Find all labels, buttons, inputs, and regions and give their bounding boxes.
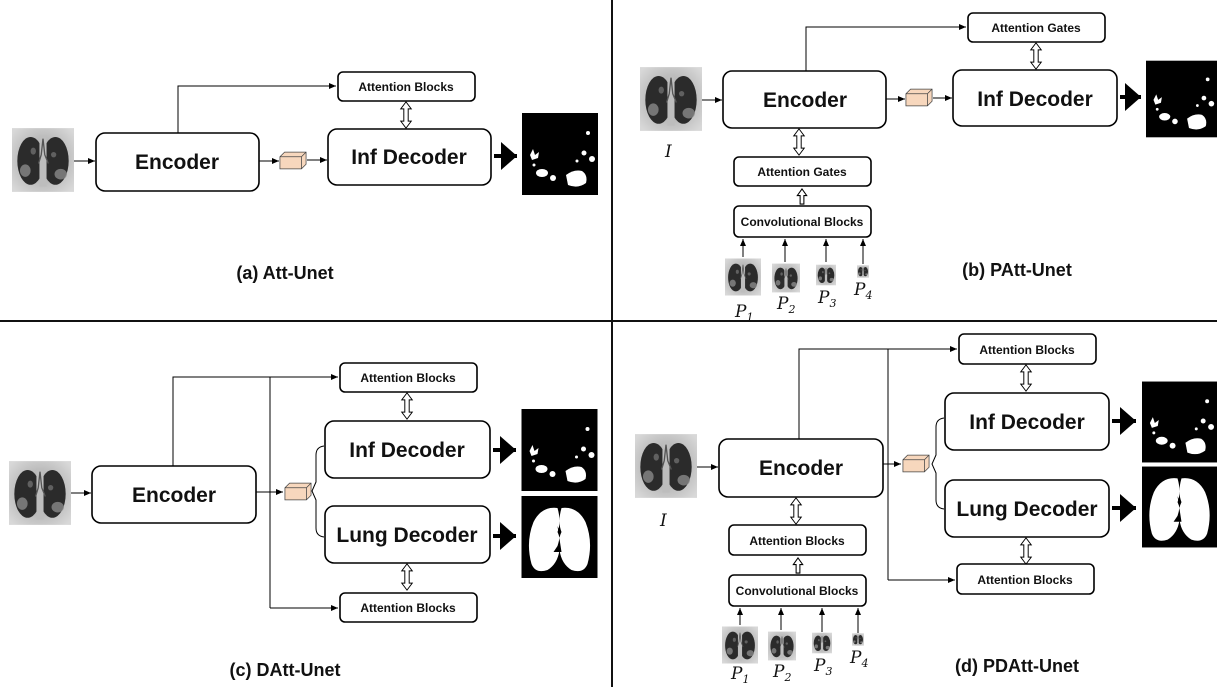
infection-mask-output — [521, 409, 598, 491]
inf-decoder-block — [324, 420, 491, 479]
attention-gates-label: Attention Gates — [757, 165, 847, 179]
panel-pdatt-unet: I Encoder Attention Blocks Inf Decoder L… — [635, 333, 1217, 686]
double-arrow-icon — [790, 497, 802, 525]
up-arrow-icon — [792, 557, 804, 574]
double-arrow-icon — [1020, 537, 1032, 565]
double-arrow-icon — [1020, 364, 1032, 392]
pyramid-symbol-1: P1 — [734, 302, 753, 324]
attention-blocks-label: Attention Blocks — [358, 80, 454, 94]
infection-mask-output — [1142, 381, 1217, 463]
pyramid-image-3 — [812, 632, 832, 654]
panel-datt-unet: Encoder Attention Blocks Inf Decoder Lun… — [9, 362, 598, 680]
input-ct-image — [635, 433, 697, 499]
encoder-label: Encoder — [759, 457, 843, 480]
attention-blocks-top-box — [958, 333, 1097, 365]
caption-c: (c) DAtt-Unet — [230, 660, 341, 680]
pyramid-image-3 — [816, 264, 836, 286]
pyramid-image-4 — [857, 265, 869, 278]
lung-decoder-label: Lung Decoder — [956, 498, 1097, 521]
attention-blocks-bottom-label: Attention Blocks — [360, 601, 456, 615]
double-arrow-icon — [401, 392, 413, 420]
attention-blocks-box — [337, 71, 476, 102]
lung-decoder-label: Lung Decoder — [336, 524, 477, 547]
panel-att-unet: Encoder Attention Blocks Inf Decoder (a)… — [12, 71, 598, 283]
encoder-label: Encoder — [135, 151, 219, 174]
up-arrow-icon — [796, 188, 808, 205]
branch-bracket — [311, 445, 325, 538]
double-arrow-icon — [401, 563, 413, 591]
pyramid-symbol-2: P2 — [772, 662, 791, 684]
input-symbol: I — [659, 511, 667, 531]
infection-mask-output — [1146, 60, 1217, 138]
attention-blocks-bottom-box — [956, 563, 1095, 595]
pyramid-image-1 — [725, 258, 761, 296]
feature-cube-icon — [284, 482, 312, 501]
attention-blocks-mid-label: Attention Blocks — [749, 534, 845, 548]
input-ct-image — [640, 66, 702, 132]
pyramid-symbol-2: P2 — [776, 294, 795, 316]
feature-cube-icon — [902, 454, 930, 473]
double-arrow-icon — [1030, 42, 1042, 70]
pyramid-image-1 — [722, 626, 758, 664]
encoder-label: Encoder — [132, 484, 216, 507]
inf-decoder-label: Inf Decoder — [969, 411, 1085, 434]
lung-decoder-block — [944, 479, 1110, 538]
inf-decoder-block — [327, 128, 492, 186]
pyramid-symbol-4: P4 — [849, 648, 868, 670]
attention-blocks-top-label: Attention Blocks — [979, 343, 1075, 357]
inf-decoder-block — [952, 69, 1118, 127]
lung-mask-output — [1142, 466, 1217, 548]
conv-blocks-label: Convolutional Blocks — [741, 215, 864, 229]
inf-decoder-label: Inf Decoder — [349, 439, 465, 462]
lung-mask-output — [521, 496, 598, 578]
conv-blocks-box — [733, 205, 872, 238]
pyramid-symbol-1: P1 — [730, 664, 749, 686]
attention-blocks-bottom-box — [339, 592, 478, 623]
attention-blocks-top-label: Attention Blocks — [360, 371, 456, 385]
conv-blocks-box — [728, 574, 867, 607]
input-ct-image — [12, 127, 74, 193]
conv-blocks-label: Convolutional Blocks — [736, 584, 859, 598]
attention-blocks-mid-box — [728, 524, 867, 556]
inf-decoder-block — [944, 392, 1110, 451]
caption-d: (d) PDAtt-Unet — [955, 656, 1079, 676]
feature-cube-icon — [279, 151, 307, 170]
infection-mask-output — [522, 113, 598, 195]
inf-decoder-label: Inf Decoder — [351, 146, 467, 169]
pyramid-image-2 — [772, 263, 800, 293]
input-symbol: I — [664, 142, 672, 162]
encoder-block — [91, 465, 257, 524]
feature-cube-icon — [905, 88, 933, 107]
panel-patt-unet: I Encoder Attention Gates Inf Decoder At… — [640, 12, 1217, 324]
inf-decoder-label: Inf Decoder — [977, 88, 1093, 111]
attention-gates-box — [733, 156, 872, 187]
attention-gates-top-label: Attention Gates — [991, 21, 1081, 35]
lung-decoder-block — [324, 505, 491, 564]
caption-a: (a) Att-Unet — [236, 263, 333, 283]
double-arrow-icon — [793, 128, 805, 156]
input-ct-image — [9, 460, 71, 526]
double-arrow-icon — [400, 101, 412, 129]
pyramid-symbol-3: P3 — [813, 656, 832, 678]
caption-b: (b) PAtt-Unet — [962, 260, 1072, 280]
pyramid-image-2 — [768, 631, 796, 661]
branch-bracket — [931, 417, 945, 510]
attention-gates-top-box — [967, 12, 1106, 43]
encoder-block — [718, 438, 884, 498]
pyramid-symbol-3: P3 — [817, 288, 836, 310]
attention-blocks-bottom-label: Attention Blocks — [977, 573, 1073, 587]
attention-blocks-top-box — [339, 362, 478, 393]
pyramid-image-4 — [852, 633, 864, 646]
pyramid-symbol-4: P4 — [853, 280, 872, 302]
encoder-label: Encoder — [763, 89, 847, 112]
